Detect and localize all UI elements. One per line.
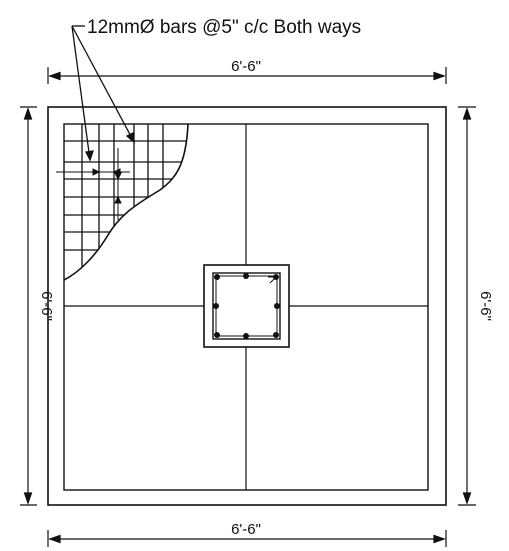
callout-leader [71, 25, 135, 162]
dimension-bottom-label: 6'-6" [231, 521, 261, 538]
rebar-callout-text: 12mmØ bars @5" c/c Both ways [87, 17, 361, 38]
column-bar [213, 303, 219, 309]
dimension-right-label: 6'-6" [477, 291, 494, 321]
column-bar [243, 273, 249, 279]
rebar-mesh [64, 124, 188, 280]
column-bar [243, 333, 249, 339]
dimension-left [20, 106, 37, 506]
dimension-right [458, 106, 476, 506]
column-bar [273, 332, 279, 338]
cutaway-break-line [63, 123, 189, 281]
dimension-top-label: 6'-6" [231, 58, 261, 75]
bar-spacing-marks [56, 148, 130, 220]
dimension-left-label: 6'-6" [38, 291, 55, 321]
tie-hook [268, 276, 278, 284]
footing-outer-edge [47, 106, 447, 506]
column-bar [214, 332, 220, 338]
dimension-bottom [47, 530, 447, 547]
column-bar [214, 274, 220, 280]
column [203, 264, 290, 348]
dimension-top [47, 67, 447, 84]
column-bar [274, 303, 280, 309]
